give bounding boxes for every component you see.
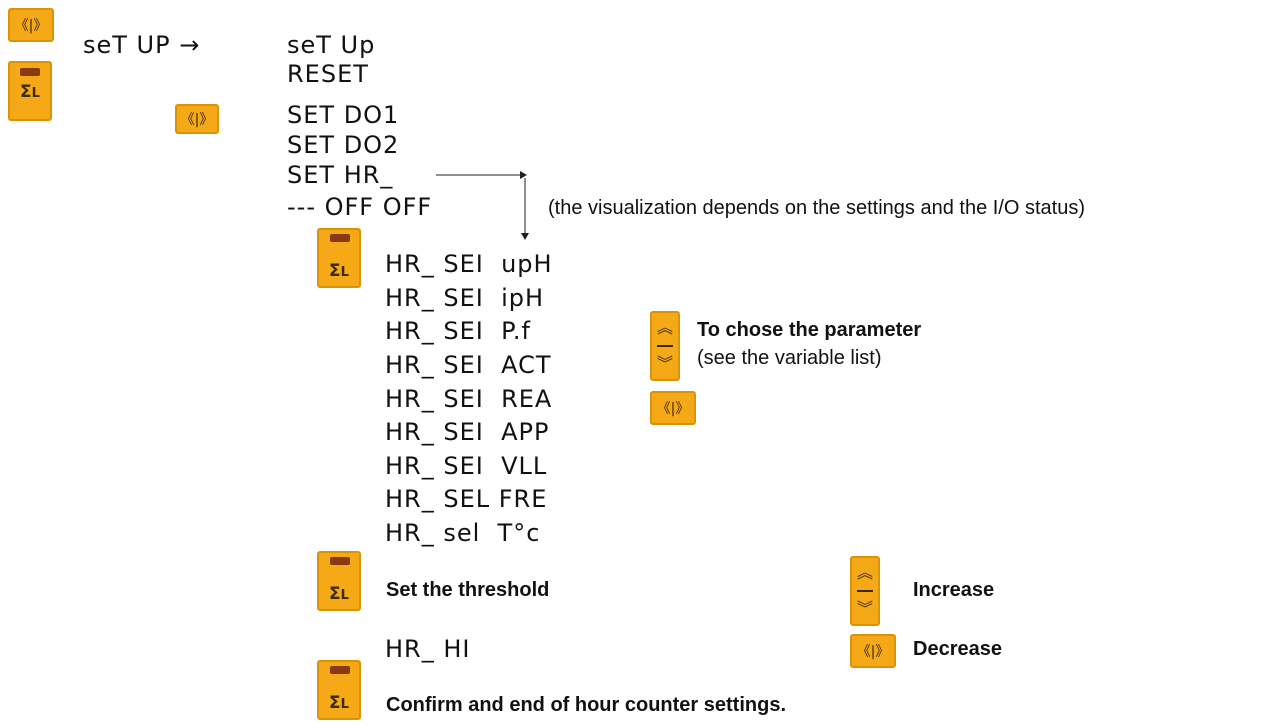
up-down-key-icon: ︽︾ [650,311,680,381]
menu-item-off-off: --- OFF OFF [287,193,433,221]
choose-parameter-subtitle: (see the variable list) [697,347,882,369]
confirm-label: Confirm and end of hour counter settings… [386,694,786,716]
hr-item-rea: HR_ SEI REA [385,385,553,413]
menu-item-setup: seT Up [287,31,376,59]
left-right-key-icon: 《|》 [650,391,696,425]
menu-item-set-do2: SET DO2 [287,131,400,159]
hr-item-pf: HR_ SEI P.f [385,317,531,345]
left-right-key-icon: 《|》 [8,8,54,42]
left-right-key-icon: 《|》 [175,104,219,134]
setup-label: seT UP → [83,31,201,59]
left-right-key-icon: 《|》 [850,634,896,668]
menu-item-set-hr: SET HR_ [287,161,394,189]
hr-hi-display: HR_ HI [385,635,471,663]
sigma-l-key-icon: ΣL [8,61,52,121]
up-down-key-icon: ︽︾ [850,556,880,626]
hr-item-iph: HR_ SEI ipH [385,284,545,312]
visualization-note: (the visualization depends on the settin… [548,197,1085,219]
hr-item-tc: HR_ sel T°c [385,519,541,547]
sigma-l-key-icon: ΣL [317,228,361,288]
hr-item-fre: HR_ SEL FRE [385,485,548,513]
hr-item-act: HR_ SEI ACT [385,351,552,379]
sigma-l-key-icon: ΣL [317,660,361,720]
menu-item-reset: RESET [287,60,369,88]
increase-label: Increase [913,579,995,601]
set-threshold-label: Set the threshold [386,579,550,601]
hr-item-app: HR_ SEI APP [385,418,550,446]
hr-item-uph: HR_ SEI upH [385,250,553,278]
menu-item-set-do1: SET DO1 [287,101,400,129]
sigma-l-key-icon: ΣL [317,551,361,611]
decrease-label: Decrease [913,638,1002,660]
hr-item-vll: HR_ SEI VLL [385,452,548,480]
choose-parameter-title: To chose the parameter [697,319,922,341]
